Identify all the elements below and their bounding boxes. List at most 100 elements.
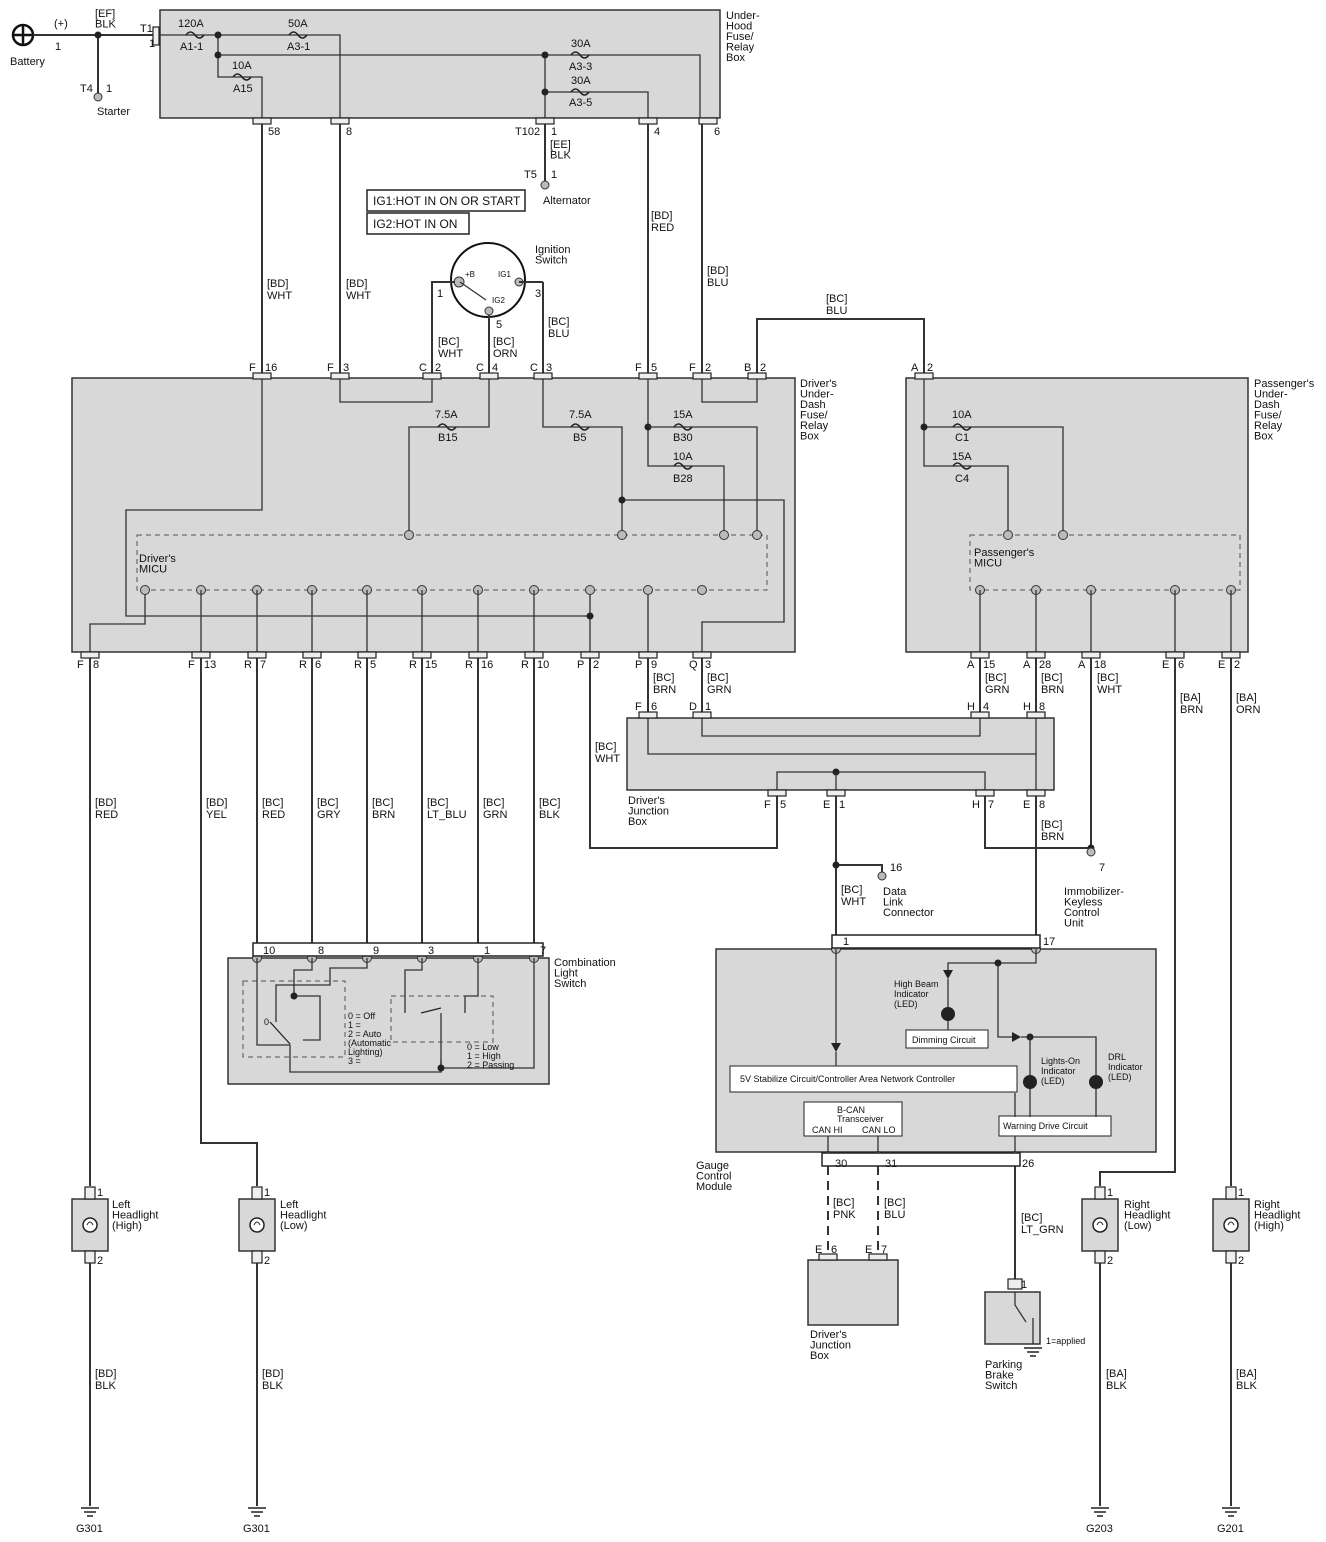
filament-icon xyxy=(253,1221,261,1226)
label: 1 xyxy=(55,41,61,53)
label: C1 xyxy=(955,432,969,444)
label: 15A xyxy=(673,409,693,421)
label: P xyxy=(635,659,642,671)
drivers-bottom-pin xyxy=(80,651,100,659)
label: 5 xyxy=(370,659,376,671)
wire xyxy=(125,378,590,617)
label: 2 xyxy=(264,1255,270,1267)
label: [BA] xyxy=(1180,692,1201,704)
label: 3 xyxy=(343,362,349,374)
fuse-icon xyxy=(952,462,972,470)
label: [BC] xyxy=(539,797,560,809)
micu-terminal xyxy=(1003,530,1013,540)
label: Starter xyxy=(97,106,130,118)
label: [BC] xyxy=(884,1197,905,1209)
ground-icon xyxy=(248,1507,266,1517)
label: Lighting) xyxy=(348,1047,383,1057)
headlight-pin-1 xyxy=(1094,1186,1106,1200)
drivers-bottom-pin xyxy=(247,651,267,659)
label: 1=applied xyxy=(1046,1336,1085,1346)
label: Box xyxy=(628,816,647,828)
drivers-micu-outline xyxy=(136,534,768,591)
label: 7 xyxy=(988,799,994,811)
label: Passenger's xyxy=(1254,378,1315,390)
label: Dimming Circuit xyxy=(912,1035,976,1045)
wire xyxy=(701,718,981,737)
label: 1 xyxy=(551,126,557,138)
label: 16 xyxy=(481,659,493,671)
label: 6 xyxy=(714,126,720,138)
label: Fuse/ xyxy=(726,31,754,43)
passenger-bottom-pin xyxy=(1026,651,1046,659)
label: Parking xyxy=(985,1359,1022,1371)
label: [BC] xyxy=(707,672,728,684)
label: F xyxy=(188,659,195,671)
micu-terminal xyxy=(585,585,595,595)
battery-plus-icon xyxy=(13,25,33,45)
label: BLK xyxy=(1236,1380,1257,1392)
drivers-top-pin xyxy=(479,372,499,380)
label: 1 xyxy=(97,1187,103,1199)
djb2-pin xyxy=(868,1253,888,1261)
wire xyxy=(440,958,535,1069)
label: R xyxy=(465,659,473,671)
label: Gauge xyxy=(696,1160,729,1172)
drivers-top-pin xyxy=(747,372,767,380)
wire xyxy=(275,958,368,1022)
label: [BC] xyxy=(493,336,514,348)
label: [BD] xyxy=(262,1368,283,1380)
label: Right xyxy=(1254,1199,1280,1211)
wire xyxy=(647,718,1037,755)
label: 17 xyxy=(1043,936,1055,948)
label: F xyxy=(635,362,642,374)
t1-pin xyxy=(152,26,160,46)
pbs-pin xyxy=(1007,1278,1023,1290)
label: 10A xyxy=(952,409,972,421)
label: B xyxy=(744,362,751,374)
headlight-pin-1 xyxy=(251,1186,263,1200)
label: (Low) xyxy=(1124,1220,1152,1232)
label: R xyxy=(244,659,252,671)
label: Headlight xyxy=(1254,1210,1300,1222)
wire xyxy=(776,771,986,790)
cls-switch-1-outline xyxy=(242,980,346,1058)
label: 1 xyxy=(1107,1187,1113,1199)
fuse-icon xyxy=(570,88,590,96)
wire-white-core xyxy=(984,796,1091,849)
micu-terminal xyxy=(1058,530,1068,540)
ig2-legend-box xyxy=(366,212,470,235)
headlight-pin-1 xyxy=(1225,1186,1237,1200)
label: Control xyxy=(696,1171,731,1183)
label: 2 xyxy=(593,659,599,671)
passenger-bottom-pin xyxy=(1221,651,1241,659)
wire-white-core xyxy=(836,864,883,872)
junction-top-pin xyxy=(692,711,712,719)
label: 26 xyxy=(1022,1158,1034,1170)
connector-pins xyxy=(80,26,1241,1290)
label: F xyxy=(77,659,84,671)
label: F xyxy=(689,362,696,374)
label: Headlight xyxy=(112,1210,158,1222)
label: BLK xyxy=(1106,1380,1127,1392)
filament-icon xyxy=(1096,1221,1104,1226)
fuse-icon xyxy=(952,423,972,431)
label: GRY xyxy=(317,809,341,821)
label: H xyxy=(972,799,980,811)
label: [BD] xyxy=(95,1368,116,1380)
label: WHT xyxy=(346,290,371,302)
label: [BA] xyxy=(1236,692,1257,704)
label: Transceiver xyxy=(837,1114,884,1124)
label: Light xyxy=(554,968,578,980)
label: WHT xyxy=(1097,684,1122,696)
label: E xyxy=(815,1244,822,1256)
label: 7.5A xyxy=(435,409,458,421)
label: YEL xyxy=(206,809,227,821)
label: CAN HI xyxy=(812,1125,843,1135)
label: 10 xyxy=(537,659,549,671)
label: R xyxy=(409,659,417,671)
headlight-pin-2 xyxy=(251,1250,263,1264)
label: 10A xyxy=(232,60,252,72)
passengers-micu-outline xyxy=(969,534,1241,591)
label: 1 xyxy=(106,83,112,95)
